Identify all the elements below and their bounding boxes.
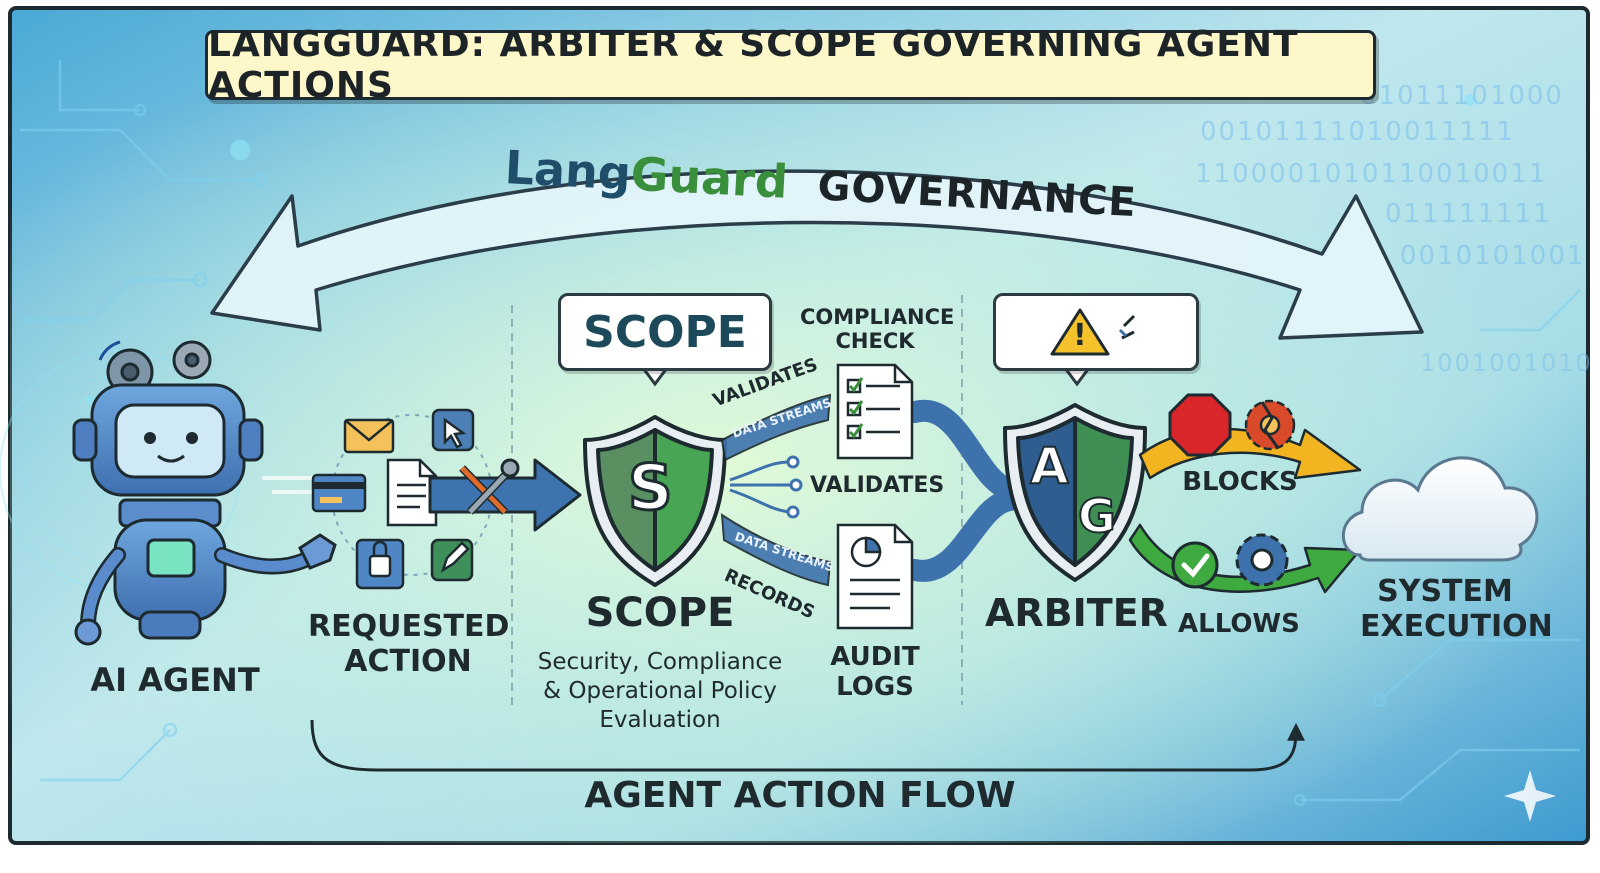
system-execution-line1: SYSTEM [1377,574,1513,609]
page-title: LANGGUARD: ARBITER & SCOPE GOVERNING AGE… [208,24,1299,106]
compliance-check-label: COMPLIANCE CHECK [800,305,955,354]
request-arrow [428,458,582,532]
audit-logs-line2: LOGS [836,671,914,702]
binary-text-row: 00101111010011111 [1200,117,1516,147]
arbiter-label: ARBITER [985,591,1168,635]
scope-label: SCOPE [585,590,735,636]
binary-text-row: 1100001010110010011 [1195,159,1548,189]
warning-glyph: ! [1073,318,1087,353]
system-execution-label: SYSTEM EXECUTION [1360,574,1553,644]
compliance-check-line1: COMPLIANCE [800,305,955,329]
binary-text-row: 01011101000 [1360,81,1564,111]
arbiter-speech-bubble: ! [993,293,1199,371]
scope-desc-line1: Security, Compliance [537,649,783,675]
report-icon [836,523,914,630]
robot-icon [72,340,337,646]
allows-label: ALLOWS [1178,609,1300,639]
agent-action-flow-label: AGENT ACTION FLOW [584,775,1016,816]
broken-gear-icon [1244,399,1296,451]
tools-icon [459,458,520,515]
requested-action-line2: ACTION [344,643,472,679]
arbiter-letter-a: A [1029,437,1070,496]
edit-icon [430,538,474,582]
stop-sign-icon [1168,393,1232,457]
audit-logs-label: AUDIT LOGS [820,642,930,703]
requested-action-label: REQUESTED ACTION [308,609,510,679]
scope-shield-letter: S [627,450,675,525]
blocks-label: BLOCKS [1182,467,1298,497]
governance-arc-arrow [210,169,1424,340]
cursor-icon [431,408,475,452]
warning-icon [1050,308,1136,356]
cloud-icon [1341,456,1539,562]
binary-text-row: 011111111 [1385,199,1552,229]
credit-card-icon [311,473,367,513]
binary-text-row: 1001001010 [1420,349,1593,377]
arbiter-shield-icon [1003,403,1147,582]
shield-icon [583,415,727,587]
agent-action-flow-arrow [310,719,1305,772]
system-execution-line2: EXECUTION [1360,608,1553,644]
arbiter-letter-g: G [1077,489,1117,544]
audit-logs-line1: AUDIT [830,642,920,672]
ai-agent-label: AI AGENT [90,661,260,699]
title-banner: LANGGUARD: ARBITER & SCOPE GOVERNING AGE… [205,24,1376,106]
binary-text-row: 0010101001 [1400,241,1586,271]
compliance-check-line2: CHECK [835,329,915,354]
checklist-icon [836,363,914,460]
brand-guard: Guard [629,146,790,209]
scope-description: Security, Compliance & Operational Polic… [520,648,800,734]
requested-action-line1: REQUESTED [308,609,510,644]
scope-desc-line2: & Operational Policy [543,677,777,704]
envelope-icon [343,418,395,454]
scope-speech-bubble: SCOPE [558,293,772,371]
gear-icon [1235,533,1289,587]
brand-lang: Lang [503,140,633,201]
scope-bubble-text: SCOPE [583,306,747,358]
lock-icon [355,538,405,590]
validates-mid-label: VALIDATES [810,473,945,498]
check-circle-icon [1171,541,1219,589]
document-icon [386,458,438,527]
scope-desc-line3: Evaluation [599,706,721,733]
